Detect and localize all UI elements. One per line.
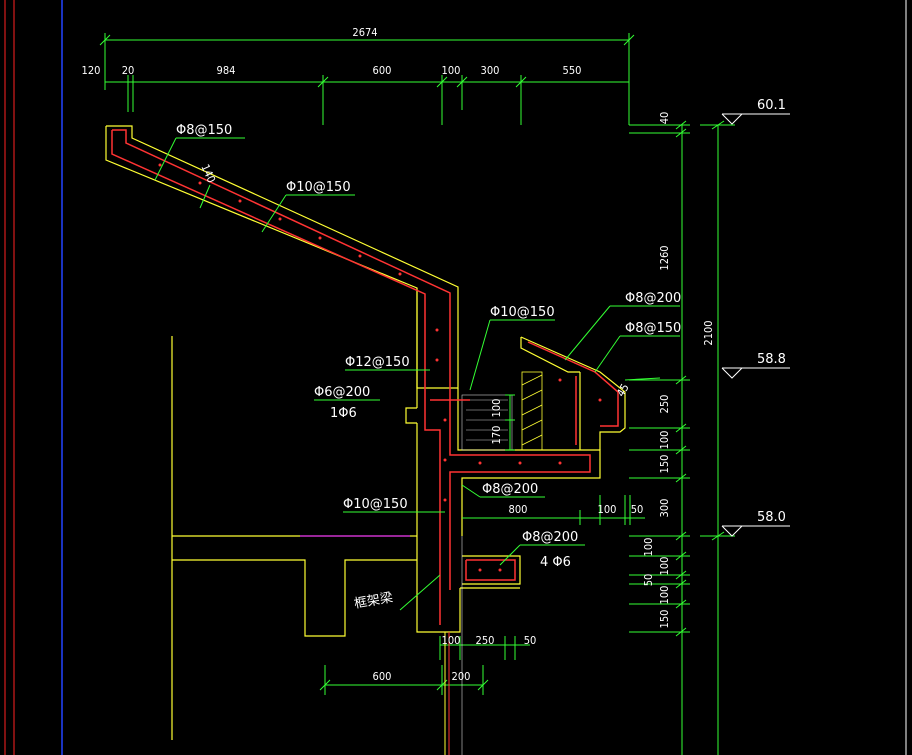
elevation-marks [721, 113, 790, 537]
elevation-bottom: 58.0 [757, 510, 786, 525]
gutter [520, 336, 626, 450]
rebar [111, 129, 619, 625]
dim-top-0: 120 [82, 64, 101, 77]
dim-mid-4: 170 [490, 426, 503, 445]
label-beam-bar: 4 Φ6 [540, 555, 571, 570]
label-frame-beam: 框架梁 [353, 590, 394, 612]
dim-right-2: 2100 [702, 320, 715, 345]
right-dimensions [629, 120, 735, 637]
dim-right-10: 100 [658, 586, 671, 605]
label-gutter-2: Φ8@150 [625, 321, 681, 336]
label-beam: Φ8@200 [522, 530, 578, 545]
dim-right-7: 100 [642, 538, 655, 557]
dim-top-1: 20 [122, 64, 135, 77]
dim-right-5: 150 [658, 455, 671, 474]
masonry-hatch [521, 371, 543, 451]
dim-total-width: 2674 [352, 26, 377, 39]
dim-top-4: 100 [442, 64, 461, 77]
dim-right-11: 150 [658, 610, 671, 629]
elevation-top: 60.1 [757, 98, 786, 113]
dim-top-6: 550 [563, 64, 582, 77]
dim-bottom-1: 250 [476, 634, 495, 647]
dim-gutter-angle: 45 [614, 382, 632, 399]
top-dimensions [99, 33, 635, 125]
dim-top-5: 300 [481, 64, 500, 77]
dim-mid-3: 100 [490, 399, 503, 418]
dim-bottom-2: 50 [524, 634, 537, 647]
dim-mid-0: 800 [509, 503, 528, 516]
dim-top-3: 600 [373, 64, 392, 77]
label-top-slope-1: Φ8@150 [176, 123, 232, 138]
label-bottom-slab: Φ8@200 [482, 482, 538, 497]
dim-right-3: 250 [658, 395, 671, 414]
dim-slope-thickness: 140 [198, 162, 218, 185]
dim-right-0: 40 [658, 112, 671, 125]
beam [462, 555, 521, 585]
dim-mid-1: 100 [598, 503, 617, 516]
leaders [154, 137, 680, 695]
dim-right-4: 100 [658, 431, 671, 450]
dim-bottom-3: 600 [373, 670, 392, 683]
elevation-middle: 58.8 [757, 352, 786, 367]
ledge [405, 407, 417, 424]
label-gutter-1: Φ8@200 [625, 291, 681, 306]
dim-right-1: 1260 [658, 245, 671, 270]
label-lower-wall: Φ10@150 [343, 497, 408, 512]
label-ledge: Φ6@200 [314, 385, 370, 400]
dim-right-8: 100 [658, 557, 671, 576]
insulation-hatch [461, 394, 513, 451]
dim-right-9: 50 [642, 574, 655, 587]
dim-mid-2: 50 [631, 503, 644, 516]
concrete-outline [105, 125, 626, 740]
rebar-dots [158, 163, 602, 572]
label-top-slope-2: Φ10@150 [286, 180, 351, 195]
lower-beam-outline [172, 559, 417, 637]
dim-bottom-4: 200 [452, 670, 471, 683]
dim-bottom-0: 100 [442, 634, 461, 647]
dim-right-6: 300 [658, 499, 671, 518]
label-planter-top: Φ10@150 [490, 305, 555, 320]
label-wall-vertical: Φ12@150 [345, 355, 410, 370]
dim-top-2: 984 [217, 64, 236, 77]
label-ledge-bar: 1Φ6 [330, 406, 357, 421]
